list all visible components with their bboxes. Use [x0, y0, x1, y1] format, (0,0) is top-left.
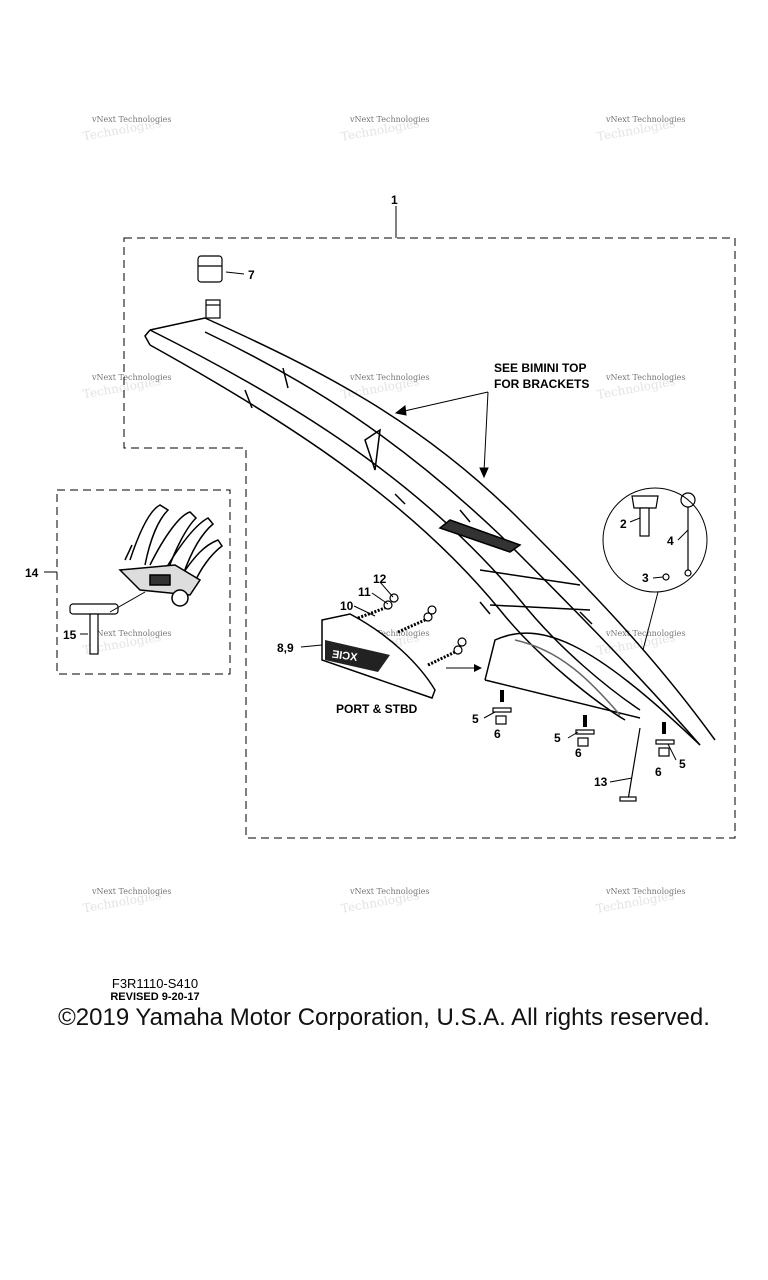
side-plate: ƎIƆX: [321, 613, 436, 699]
board-rack-boundary: [56, 489, 231, 675]
plate-arrow-head: [474, 664, 482, 672]
callout-14: 14: [25, 566, 39, 580]
svg-text:vNext Technologies: vNext Technologies: [605, 887, 685, 896]
callout-numbers: 1 7 14 15 8,9 10 11 12 2 4 3 5 6 5 6 5 6…: [25, 193, 686, 789]
copyright-notice: ©2019 Yamaha Motor Corporation, U.S.A. A…: [58, 1004, 710, 1031]
t-handle-bolt: [69, 603, 119, 655]
svg-text:vNext Technologies: vNext Technologies: [91, 887, 171, 896]
svg-text:vNext Technologies: vNext Technologies: [349, 887, 429, 896]
svg-text:vNext Technologies: vNext Technologies: [91, 629, 171, 638]
board-rack: [118, 504, 224, 607]
svg-text:vNext Technologies: vNext Technologies: [605, 373, 685, 382]
strap: [619, 727, 641, 802]
hardware-detail-circle: [602, 487, 708, 593]
svg-text:vNext Technologies: vNext Technologies: [605, 115, 685, 124]
bimini-note-line2: FOR BRACKETS: [494, 377, 589, 391]
bimini-note-line1: SEE BIMINI TOP: [494, 361, 586, 375]
callout-1: 1: [391, 193, 398, 207]
leader-lines: [44, 271, 689, 783]
bimini-arrows: [394, 391, 489, 479]
detail-leader: [642, 591, 659, 651]
tower-knob: [197, 255, 223, 319]
callout-5c: 5: [679, 757, 686, 771]
revision-label: REVISED 9-20-17: [110, 991, 200, 1003]
svg-text:vNext Technologies: vNext Technologies: [91, 115, 171, 124]
callout-6b: 6: [575, 746, 582, 760]
callout-6c: 6: [655, 765, 662, 779]
svg-text:vNext Technologies: vNext Technologies: [605, 629, 685, 638]
leader-rack: [109, 591, 146, 613]
svg-text:vNext Technologies: vNext Technologies: [91, 373, 171, 382]
tower-frame: [144, 317, 716, 746]
foot-fasteners: [492, 690, 675, 757]
assembly-boundary: [123, 237, 736, 839]
callout-6a: 6: [494, 727, 501, 741]
svg-text:ƎIƆX: ƎIƆX: [331, 649, 359, 665]
callout-5a: 5: [472, 712, 479, 726]
callout-2: 2: [620, 517, 627, 531]
tether: [680, 492, 696, 577]
callout-13: 13: [594, 775, 608, 789]
callout-5b: 5: [554, 731, 561, 745]
svg-text:vNext Technologies: vNext Technologies: [349, 373, 429, 382]
callout-11: 11: [358, 585, 371, 599]
drawing-code: F3R1110-S410: [111, 976, 199, 991]
callout-15: 15: [63, 628, 77, 642]
knob-bolt: [631, 495, 659, 537]
callout-8-9: 8,9: [277, 641, 294, 655]
callout-4: 4: [667, 534, 674, 548]
callout-7: 7: [248, 268, 255, 282]
port-stbd-note: PORT & STBD: [336, 702, 418, 716]
callout-3: 3: [642, 571, 649, 585]
callout-10: 10: [340, 599, 354, 613]
callout-12: 12: [373, 572, 387, 586]
svg-text:vNext Technologies: vNext Technologies: [349, 115, 429, 124]
svg-text:vNext Technologies: vNext Technologies: [349, 629, 429, 638]
washer: [662, 573, 670, 581]
